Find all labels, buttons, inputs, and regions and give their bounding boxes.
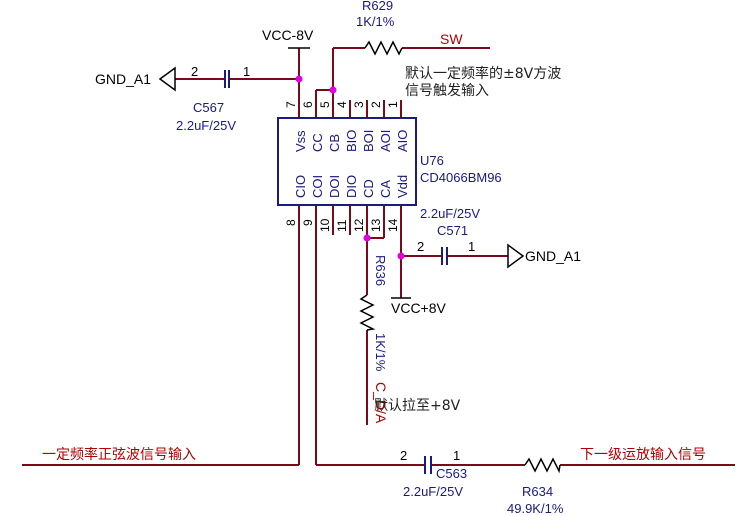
resistor-r634: R634 49.9K/1% bbox=[507, 457, 564, 516]
pin-name: Vss bbox=[293, 130, 308, 152]
c567-ref: C567 bbox=[193, 100, 224, 115]
junction-dot bbox=[295, 75, 303, 83]
net-sw: SW bbox=[440, 31, 463, 47]
c563-pin1: 1 bbox=[453, 448, 460, 463]
resistor-r629: R629 1K/1% SW bbox=[356, 0, 463, 56]
net-input-signal: 一定频率正弦波信号输入 bbox=[42, 446, 196, 462]
pin-name: CIO bbox=[293, 175, 308, 198]
net-output-signal: 下一级运放输入信号 bbox=[580, 446, 706, 462]
pin-number: 4 bbox=[335, 101, 349, 108]
vcc-pos-label: VCC+8V bbox=[391, 300, 447, 316]
junction-dot bbox=[363, 234, 371, 242]
pin-name: BIO bbox=[344, 130, 359, 152]
gnd-left-symbol: GND_A1 bbox=[95, 66, 176, 92]
vcc-neg-label: VCC-8V bbox=[262, 27, 314, 43]
note-line1: 默认一定频率的±8V方波 bbox=[405, 65, 561, 82]
net-c-d-a: C_D/A bbox=[373, 382, 389, 424]
note-default-freq: 默认一定频率的±8V方波 信号触发输入 bbox=[405, 65, 561, 99]
c571-ref: C571 bbox=[437, 223, 468, 238]
gnd-right-symbol: GND_A1 bbox=[507, 243, 581, 269]
c563-ref: C563 bbox=[436, 466, 467, 481]
pin-name: AOI bbox=[378, 130, 393, 152]
ic-top-pins: Vss CC CB BIO BOI AOI AIO 7 6 5 4 3 2 1 bbox=[284, 101, 410, 152]
pin-number: 1 bbox=[386, 101, 400, 108]
c563-pin2: 2 bbox=[400, 448, 407, 463]
capacitor-c567: 2 1 C567 2.2uF/25V bbox=[176, 64, 250, 133]
vcc-pos-symbol: VCC+8V bbox=[391, 297, 447, 316]
r629-value: 1K/1% bbox=[356, 14, 395, 29]
capacitor-c563: 2 1 C563 2.2uF/25V bbox=[400, 448, 467, 499]
pin-name: COI bbox=[310, 175, 325, 198]
ic-u76: U76 CD4066BM96 bbox=[277, 117, 502, 206]
junction-dot bbox=[397, 252, 405, 260]
r634-ref: R634 bbox=[522, 484, 553, 499]
junctions bbox=[295, 75, 405, 260]
r634-value: 49.9K/1% bbox=[507, 501, 564, 516]
pin-number: 9 bbox=[301, 219, 315, 226]
pin-number: 6 bbox=[301, 101, 315, 108]
wires bbox=[22, 47, 735, 466]
gnd-right-label: GND_A1 bbox=[525, 248, 581, 264]
junction-dot bbox=[329, 86, 337, 94]
pin-name: CC bbox=[310, 133, 325, 152]
pin-number: 5 bbox=[318, 101, 332, 108]
c567-value: 2.2uF/25V bbox=[176, 118, 236, 133]
r629-ref: R629 bbox=[362, 0, 393, 13]
r636-value: 1K/1% bbox=[373, 333, 388, 372]
r636-ref: R636 bbox=[373, 255, 388, 286]
ic-part: CD4066BM96 bbox=[420, 170, 502, 185]
pin-name: AIO bbox=[395, 130, 410, 152]
c563-value: 2.2uF/25V bbox=[403, 484, 463, 499]
note-line2: 信号触发输入 bbox=[405, 83, 489, 99]
gnd-left-label: GND_A1 bbox=[95, 71, 151, 87]
ic-bottom-pins: CIO COI DOI DIO CD CA Vdd 8 9 10 11 12 1… bbox=[284, 175, 410, 232]
c571-pin1: 1 bbox=[468, 239, 475, 254]
note-default-pull: 默认拉至+8V bbox=[374, 398, 461, 414]
pin-number: 11 bbox=[335, 219, 349, 232]
pin-number: 2 bbox=[369, 101, 383, 108]
pin-name: CB bbox=[327, 134, 342, 152]
pin-name: DIO bbox=[344, 175, 359, 198]
c567-pin1: 1 bbox=[243, 64, 250, 79]
pin-number: 8 bbox=[284, 219, 298, 226]
pin-number: 3 bbox=[352, 101, 366, 108]
pin-name: BOI bbox=[361, 130, 376, 152]
pin-number: 10 bbox=[318, 218, 332, 232]
ic-ref: U76 bbox=[420, 153, 444, 168]
pin-name: Vdd bbox=[395, 175, 410, 198]
vcc-neg-symbol: VCC-8V bbox=[262, 27, 314, 49]
c571-pin2: 2 bbox=[417, 239, 424, 254]
c571-value: 2.2uF/25V bbox=[420, 206, 480, 221]
pin-number: 12 bbox=[352, 218, 366, 232]
pin-number: 7 bbox=[284, 101, 298, 108]
pin-name: DOI bbox=[327, 175, 342, 198]
capacitor-c571: 2.2uF/25V C571 2 1 bbox=[417, 206, 480, 265]
c567-pin2: 2 bbox=[191, 64, 198, 79]
pin-name: CD bbox=[361, 179, 376, 198]
pin-name: CA bbox=[378, 180, 393, 198]
pin-number: 14 bbox=[386, 218, 400, 232]
resistor-r636: R636 1K/1% C_D/A 默认拉至+8V bbox=[359, 255, 461, 424]
pin-number: 13 bbox=[369, 218, 383, 232]
